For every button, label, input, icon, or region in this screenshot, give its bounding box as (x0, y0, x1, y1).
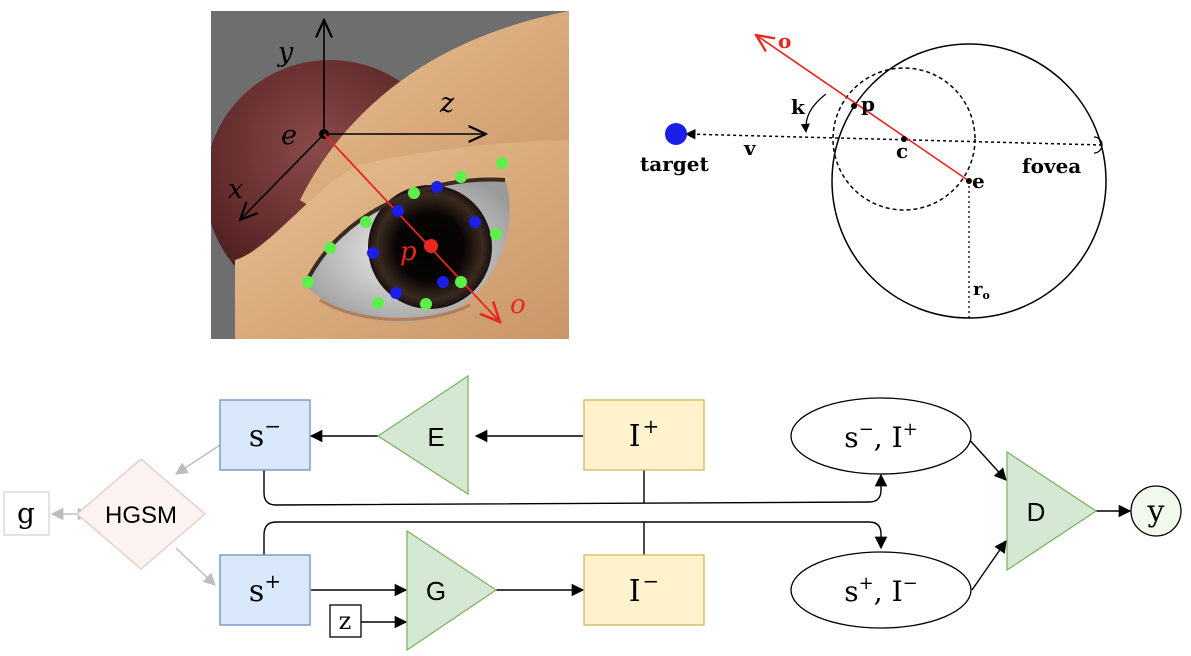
pair-pos-label: s+, I− (844, 573, 917, 608)
radius-label: ro (973, 279, 990, 302)
edge-pair-neg-to-d (965, 435, 1007, 481)
pair-pos-node (790, 551, 972, 629)
cornea-center-label: c (896, 139, 908, 163)
g-label: g (17, 497, 35, 530)
encoder-label: E (427, 422, 444, 452)
visual-axis-label: v (743, 136, 757, 160)
s-minus-label: s− (249, 414, 281, 454)
kappa-arc (800, 93, 827, 133)
s-minus-node (219, 399, 311, 471)
edge-pair-pos-to-d (971, 539, 1007, 591)
cornea-center-point (901, 136, 907, 142)
landmark-iris (392, 205, 404, 217)
y-label: y (1147, 494, 1165, 529)
brow-skin (300, 11, 569, 210)
landmark-outer (360, 216, 372, 228)
i-plus-label: I+ (629, 414, 660, 454)
target-point (665, 123, 687, 145)
hgsm-label: HGSM (105, 502, 177, 529)
gaze-arrow (323, 133, 500, 322)
upper-lid-line (303, 177, 506, 286)
eye-gaze-vector: p o (323, 133, 526, 322)
i-minus-label: I− (629, 569, 660, 609)
landmark-outer (302, 276, 314, 288)
z-label: z (339, 607, 352, 635)
encoder-node (376, 374, 469, 496)
i-plus-node (583, 399, 705, 471)
landmark-outer (496, 157, 508, 169)
origin-label: e (281, 120, 297, 151)
i-minus-node (583, 554, 705, 626)
gaze-label: o (510, 290, 526, 320)
lower-lid-line (319, 298, 471, 321)
s-plus-label: s+ (249, 569, 281, 609)
landmark-outer (490, 228, 502, 240)
landmark-iris (367, 247, 379, 259)
landmark-outer (324, 242, 336, 254)
pair-neg-label: s−, I+ (844, 419, 917, 454)
edge-hgsm-to-splus (175, 547, 216, 586)
landmark-outer (408, 187, 420, 199)
generator-node (406, 529, 498, 652)
edge-splus-to-pair-pos (263, 521, 888, 555)
cornea-circle (832, 67, 976, 211)
landmark-iris (390, 287, 402, 299)
eye-render-panel (211, 11, 569, 339)
landmark-iris (437, 276, 449, 288)
eye-landmarks (302, 157, 508, 310)
landmark-outer (372, 297, 384, 309)
pupil-center-label: p (861, 92, 875, 116)
g-node (3, 491, 50, 536)
landmark-iris (431, 181, 443, 193)
pupil-center-point (851, 103, 857, 109)
s-plus-node (219, 554, 311, 626)
y-node (1130, 485, 1182, 537)
edge-sminus-to-hgsm (174, 444, 221, 475)
eye-coordinate-axes: y z x e (228, 20, 486, 220)
discriminator-label: D (1027, 497, 1046, 527)
hgsm-node (76, 458, 206, 570)
eye-geometry-diagram: o p k c e v target fovea ro (640, 29, 1107, 319)
kappa-label: k (791, 95, 806, 119)
eyeball-center-label: e (972, 169, 985, 193)
fovea-mark (1093, 136, 1103, 154)
generator-label: G (426, 576, 446, 606)
optical-axis-label: o (778, 29, 791, 53)
eyeball-center-point (966, 178, 972, 184)
landmark-outer (420, 298, 432, 310)
x-axis (240, 133, 325, 220)
z-axis-label: z (439, 88, 455, 119)
y-axis-label: y (277, 37, 294, 68)
pipeline-diagram: s− s+ I+ I− E G D HGSM g z y s−, I+ (3, 374, 1182, 652)
pupil-point (424, 239, 438, 253)
pupil-label: p (400, 237, 417, 267)
z-node (329, 604, 362, 638)
x-axis-label: x (228, 174, 243, 205)
target-label: target (640, 152, 709, 176)
discriminator-node (1006, 450, 1098, 572)
landmark-outer (455, 171, 467, 183)
optical-axis-line (756, 35, 970, 182)
landmark-iris (469, 216, 481, 228)
pair-neg-node (790, 397, 972, 475)
edge-sminus-to-pair-neg (263, 470, 888, 506)
fovea-label: fovea (1022, 154, 1081, 178)
landmark-outer (455, 276, 467, 288)
